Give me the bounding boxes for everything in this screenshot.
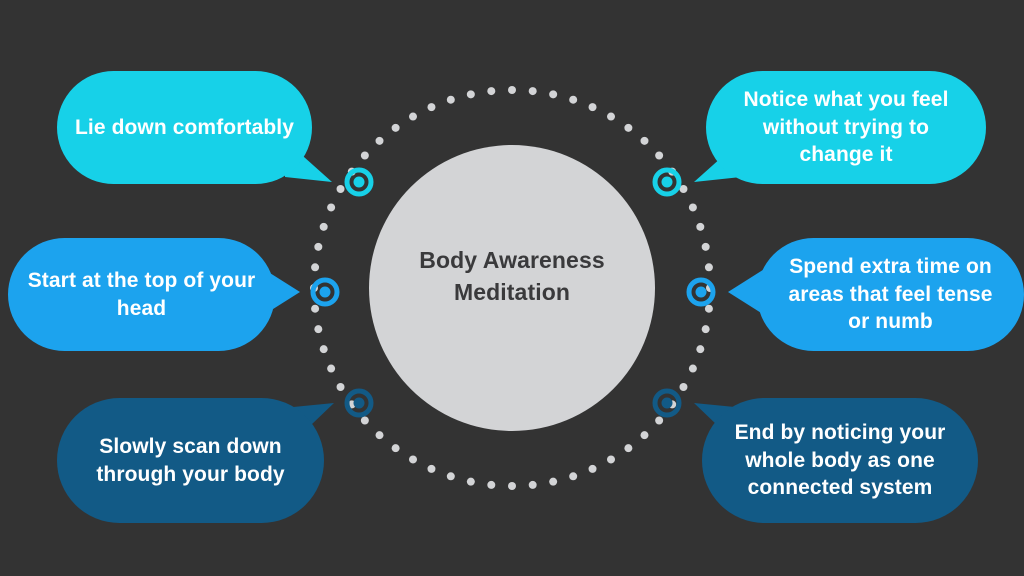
orbit-dot xyxy=(624,444,633,453)
step-bubble-label-spend-extra-time: Spend extra time on areas that feel tens… xyxy=(788,254,993,334)
orbit-dot xyxy=(327,364,336,373)
orbit-dot xyxy=(360,416,369,425)
orbit-dot xyxy=(640,431,649,440)
step-bubble-end-by-noticing[interactable]: End by noticing your whole body as one c… xyxy=(702,398,978,523)
orbit-dot xyxy=(375,136,384,145)
dotted-orbit-ring xyxy=(310,86,714,490)
orbit-dot xyxy=(607,112,615,121)
orbit-dot xyxy=(549,90,558,99)
orbit-dot xyxy=(508,482,516,490)
orbit-dot xyxy=(336,185,345,193)
orbit-dot xyxy=(588,464,597,473)
step-bubble-spend-extra-time[interactable]: Spend extra time on areas that feel tens… xyxy=(757,238,1024,351)
orbit-dot xyxy=(508,86,516,94)
hub-circle xyxy=(369,145,655,431)
orbit-dot xyxy=(427,103,436,112)
orbit-dot xyxy=(640,136,649,145)
page-title: Body Awareness Meditation xyxy=(372,245,652,308)
step-bubble-start-top-head[interactable]: Start at the top of your head xyxy=(8,238,275,351)
step-marker-ring-notice-what-you-feel[interactable] xyxy=(652,167,682,197)
step-markers-group xyxy=(310,167,716,418)
step-bubble-label-slowly-scan: Slowly scan down through your body xyxy=(96,434,285,486)
hub-title-line-1: Body Awareness xyxy=(419,247,605,273)
orbit-dot xyxy=(655,151,664,160)
orbit-dot xyxy=(655,416,664,425)
step-marker-dot-start-top-head[interactable] xyxy=(319,286,331,298)
orbit-dot xyxy=(701,325,710,334)
orbit-dot xyxy=(688,203,697,212)
orbit-dot xyxy=(311,304,320,313)
orbit-dot xyxy=(314,325,323,334)
step-marker-dot-end-by-noticing[interactable] xyxy=(661,397,673,409)
step-bubble-label-start-top-head: Start at the top of your head xyxy=(27,268,256,320)
step-marker-dot-lie-down[interactable] xyxy=(353,176,365,188)
orbit-dot xyxy=(704,263,713,272)
orbit-dot xyxy=(528,480,537,489)
orbit-dot xyxy=(391,444,400,453)
orbit-dot xyxy=(704,304,713,313)
orbit-dot xyxy=(528,87,537,96)
orbit-dot xyxy=(696,345,705,354)
orbit-dot xyxy=(375,431,384,440)
hub-title-line-2: Meditation xyxy=(454,278,570,305)
orbit-dot xyxy=(696,222,705,231)
step-bubble-label-notice-what-you-feel: Notice what you feel without trying to c… xyxy=(743,87,949,167)
step-marker-ring-end-by-noticing[interactable] xyxy=(652,388,682,418)
orbit-dot xyxy=(360,151,369,160)
orbit-dot xyxy=(466,90,475,99)
orbit-dot xyxy=(427,464,436,473)
step-bubble-lie-down[interactable]: Lie down comfortably xyxy=(57,71,312,184)
step-bubble-label-lie-down: Lie down comfortably xyxy=(75,115,295,139)
step-marker-ring-lie-down[interactable] xyxy=(344,167,374,197)
orbit-dot xyxy=(487,87,496,96)
orbit-dot xyxy=(319,222,328,231)
orbit-dot xyxy=(624,123,633,132)
orbit-dot xyxy=(607,455,615,464)
orbit-dot xyxy=(446,472,455,481)
orbit-dot xyxy=(588,103,597,112)
step-marker-dot-spend-extra-time[interactable] xyxy=(695,286,707,298)
step-marker-ring-start-top-head[interactable] xyxy=(310,277,340,307)
orbit-dot xyxy=(336,383,345,391)
orbit-dot xyxy=(688,364,697,373)
orbit-dot xyxy=(466,477,475,486)
step-marker-dot-notice-what-you-feel[interactable] xyxy=(661,176,673,188)
step-bubble-notice-what-you-feel[interactable]: Notice what you feel without trying to c… xyxy=(706,71,986,184)
orbit-dot xyxy=(569,472,578,481)
step-marker-dot-slowly-scan[interactable] xyxy=(353,397,365,409)
orbit-dot xyxy=(409,455,417,464)
orbit-dot xyxy=(487,480,496,489)
step-bubble-label-end-by-noticing: End by noticing your whole body as one c… xyxy=(734,420,946,500)
step-marker-ring-slowly-scan[interactable] xyxy=(344,388,374,418)
orbit-dot xyxy=(549,477,558,486)
orbit-dot xyxy=(311,263,320,272)
orbit-dot xyxy=(446,95,455,104)
orbit-dot xyxy=(701,242,710,251)
orbit-dot xyxy=(391,123,400,132)
step-bubble-slowly-scan[interactable]: Slowly scan down through your body xyxy=(57,398,324,523)
orbit-dot xyxy=(679,185,688,193)
step-marker-ring-spend-extra-time[interactable] xyxy=(686,277,716,307)
orbit-dot xyxy=(314,242,323,251)
orbit-dot xyxy=(327,203,336,212)
orbit-dot xyxy=(409,112,417,121)
orbit-dot xyxy=(569,95,578,104)
orbit-dot xyxy=(319,345,328,354)
orbit-dot xyxy=(679,383,688,391)
bubble-tail-spend-extra-time xyxy=(728,268,766,316)
